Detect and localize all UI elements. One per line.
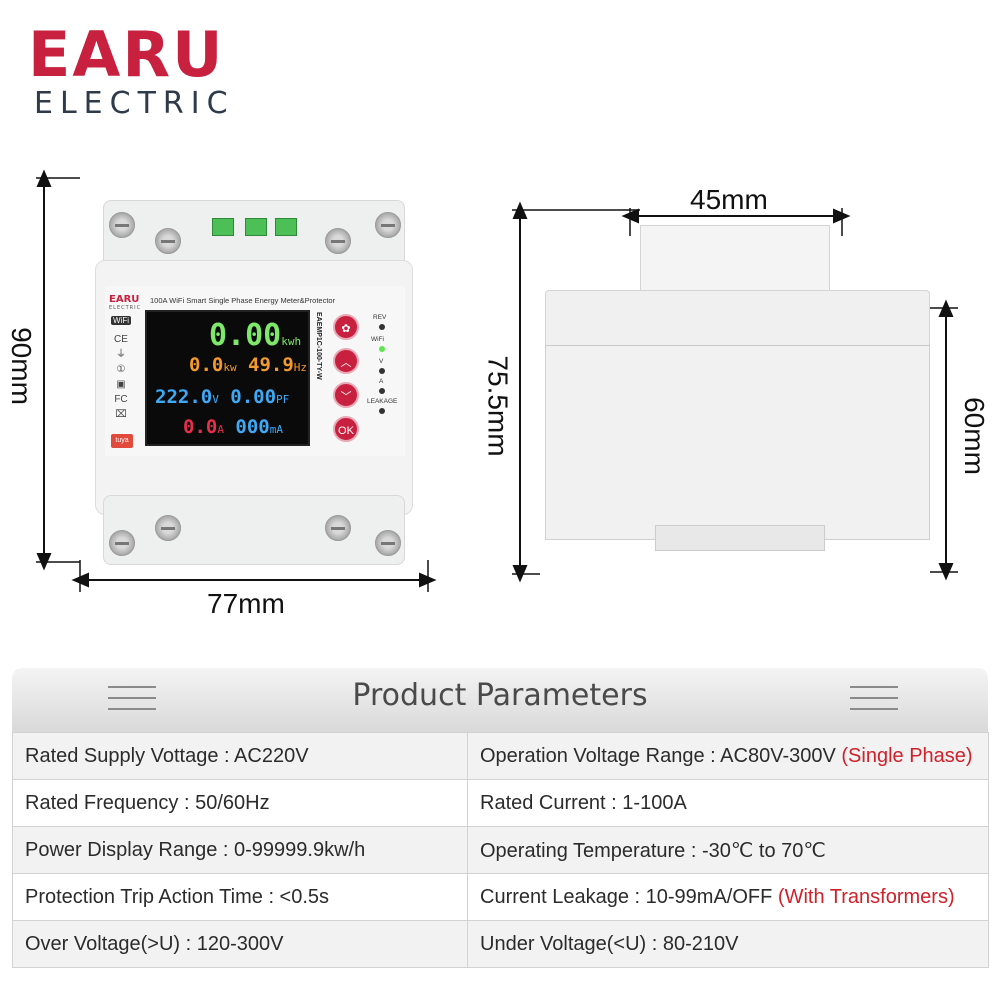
param-cell: Protection Trip Action Time : <0.5s: [12, 873, 468, 921]
menu-lines-icon: [850, 686, 898, 719]
lcd-current-unit: A: [217, 423, 224, 436]
table-row: Power Display Range : 0-99999.9kw/h Oper…: [12, 826, 989, 874]
panel-title: 100A WiFi Smart Single Phase Energy Mete…: [150, 296, 336, 305]
power-icon: ①: [116, 364, 126, 375]
brand-name: EARU: [28, 18, 225, 91]
led-label-leakage: LEAKAGE: [367, 398, 398, 405]
weee-bin-icon: ⌧: [115, 409, 127, 420]
led-label-a: A: [379, 378, 384, 385]
product-parameters-panel: Product Parameters Rated Supply Vottage …: [12, 668, 989, 984]
lcd-frequency-value: 49.9: [248, 354, 294, 376]
screw-icon: [325, 228, 351, 254]
parameters-header: Product Parameters: [12, 668, 988, 732]
parameters-table: Rated Supply Vottage : AC220V Operation …: [12, 732, 989, 968]
down-button[interactable]: ﹀: [333, 382, 359, 408]
param-cell: Power Display Range : 0-99999.9kw/h: [12, 826, 468, 874]
lcd-voltage-value: 222.0: [155, 386, 213, 408]
lcd-display: 0.00kwh 0.0kw 49.9Hz 222.0V 0.00PF 0.0A …: [145, 310, 310, 446]
fcc-mark-icon: FC: [114, 394, 128, 405]
device-bottom-terminal-block: [103, 495, 405, 565]
dim-label-90mm: 90mm: [5, 327, 37, 405]
screw-icon: [155, 515, 181, 541]
param-cell: Rated Current : 1-100A: [467, 779, 989, 827]
lcd-voltage-unit: V: [212, 393, 219, 406]
param-note: (Single Phase): [841, 744, 973, 767]
tuya-badge: tuya: [111, 434, 133, 448]
wifi-badge: WiFi: [111, 316, 131, 325]
ok-button[interactable]: OK: [333, 416, 359, 442]
up-button[interactable]: ︿: [333, 348, 359, 374]
gear-icon: ✿: [341, 323, 351, 335]
param-cell: Under Voltage(<U) : 80-210V: [467, 920, 989, 968]
lcd-frequency-unit: Hz: [293, 361, 308, 374]
ground-icon: ⏚: [116, 349, 126, 360]
lcd-pf-unit: PF: [276, 393, 290, 406]
dim-label-77mm: 77mm: [207, 588, 285, 619]
menu-lines-icon: [108, 686, 156, 719]
settings-button[interactable]: ✿: [333, 314, 359, 340]
device-side-shoulder: [545, 290, 930, 350]
model-number: EAEMP1C-100-TY-W: [315, 312, 322, 380]
dimension-lines: [36, 169, 958, 592]
terminal-connector: [212, 218, 234, 236]
led-a: [379, 388, 385, 394]
panel-logo: EARU ELECTRIC: [109, 294, 142, 311]
table-row: Rated Supply Vottage : AC220V Operation …: [12, 732, 989, 780]
brand-logo: EARU ELECTRIC: [28, 22, 235, 120]
screw-icon: [109, 530, 135, 556]
param-cell: Operation Voltage Range : AC80V-300V (Si…: [467, 732, 989, 780]
screw-icon: [375, 530, 401, 556]
certification-icons: CE ⏚ ① ▣ FC ⌧: [113, 332, 129, 422]
table-row: Over Voltage(>U) : 120-300V Under Voltag…: [12, 920, 989, 968]
param-cell: Rated Frequency : 50/60Hz: [12, 779, 468, 827]
led-wifi: [379, 346, 385, 352]
device-front-panel: EARU ELECTRIC 100A WiFi Smart Single Pha…: [105, 286, 405, 456]
lcd-power-unit: kw: [223, 361, 237, 374]
led-label-rev: REV: [373, 314, 387, 321]
screw-icon: [375, 212, 401, 238]
din-rail-clip: [655, 525, 825, 551]
terminal-connector: [275, 218, 297, 236]
dim-label-60mm: 60mm: [958, 397, 990, 475]
param-cell: Over Voltage(>U) : 120-300V: [12, 920, 468, 968]
lcd-leakage-value: 000: [235, 416, 270, 438]
screw-icon: [325, 515, 351, 541]
screw-icon: [155, 228, 181, 254]
lcd-energy-unit: kwh: [281, 335, 302, 348]
param-cell: Current Leakage : 10-99mA/OFF (With Tran…: [467, 873, 989, 921]
table-row: Rated Frequency : 50/60Hz Rated Current …: [12, 779, 989, 827]
param-cell: Operating Temperature : -30℃ to 70℃: [467, 826, 989, 874]
dim-label-75mm: 75.5mm: [482, 355, 514, 457]
lcd-pf-value: 0.00: [230, 386, 277, 408]
double-insulation-icon: ▣: [116, 379, 126, 390]
screw-icon: [109, 212, 135, 238]
device-front-view: EARU ELECTRIC 100A WiFi Smart Single Pha…: [95, 200, 413, 565]
param-note: (With Transformers): [777, 885, 955, 908]
dim-label-45mm: 45mm: [690, 184, 768, 215]
table-row: Protection Trip Action Time : <0.5s Curr…: [12, 873, 989, 921]
led-rev: [379, 324, 385, 330]
device-side-body: [545, 345, 930, 540]
chevron-up-icon: ︿: [340, 357, 352, 369]
terminal-connector: [245, 218, 267, 236]
led-label-v: V: [379, 358, 384, 365]
brand-subtitle: ELECTRIC: [34, 86, 235, 121]
param-cell: Rated Supply Vottage : AC220V: [12, 732, 468, 780]
lcd-power-value: 0.0: [189, 354, 224, 376]
led-v: [379, 368, 385, 374]
ce-mark-icon: CE: [114, 334, 128, 345]
parameters-title: Product Parameters: [352, 678, 648, 713]
lcd-energy-value: 0.00: [209, 318, 282, 353]
device-side-top: [640, 225, 830, 295]
lcd-current-value: 0.0: [183, 416, 218, 438]
led-label-wifi: WiFi: [371, 336, 384, 343]
chevron-down-icon: ﹀: [340, 391, 352, 403]
lcd-leakage-unit: mA: [269, 423, 283, 436]
led-leakage: [379, 408, 385, 414]
